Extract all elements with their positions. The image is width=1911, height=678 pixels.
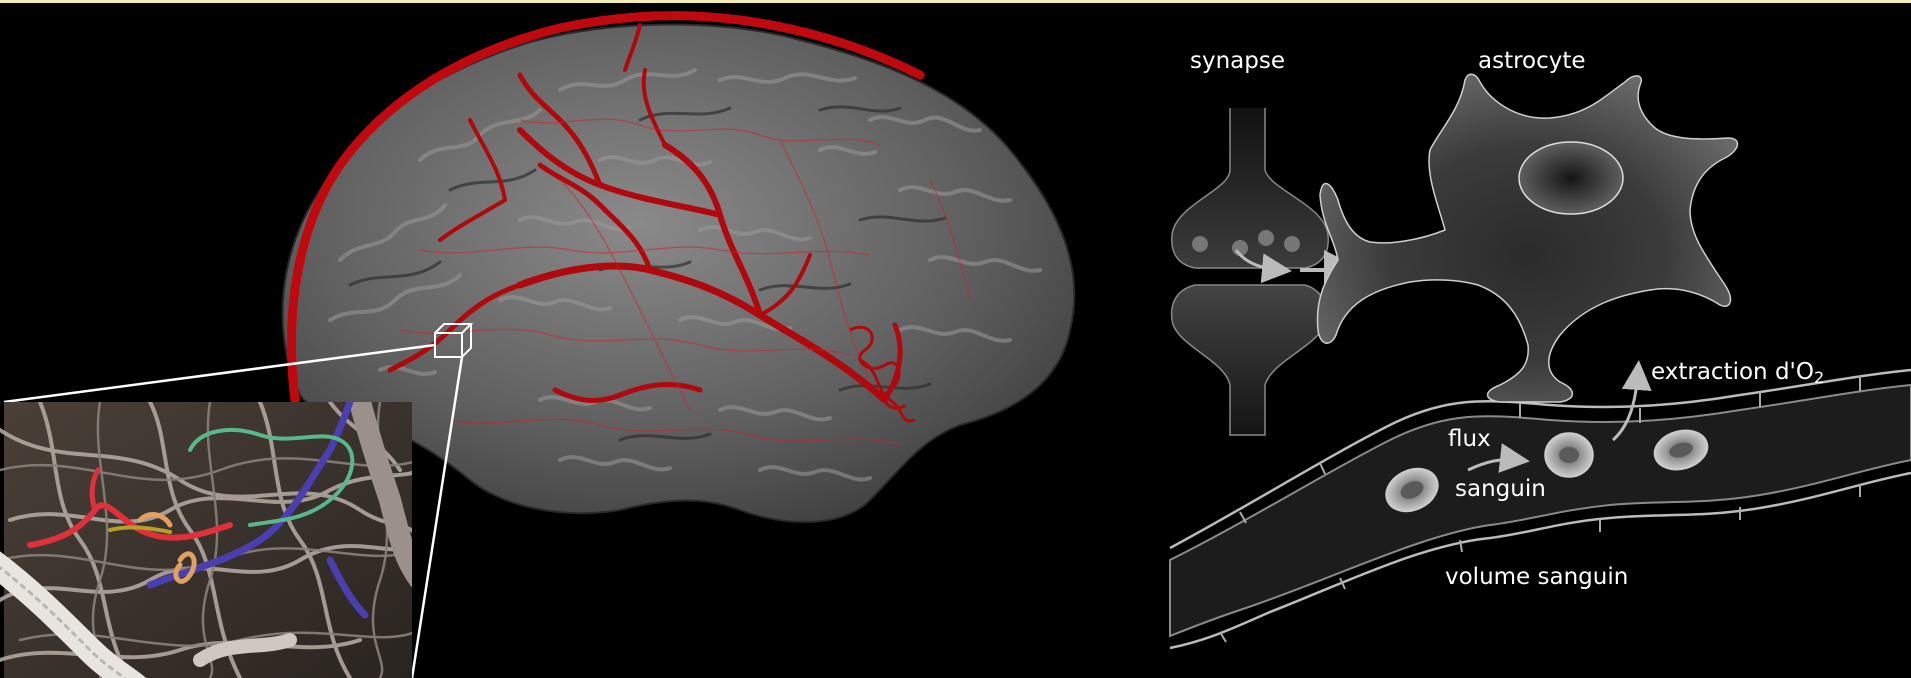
astrocyte-label: astrocyte: [1478, 50, 1586, 73]
synaptic-vesicle: [1284, 236, 1300, 252]
synapse-label: synapse: [1190, 50, 1285, 73]
blood-vessel: [1170, 370, 1911, 648]
vessel-lumen: [1170, 385, 1911, 636]
blood-flow-label-line2: sanguin: [1455, 478, 1546, 501]
synaptic-vesicle: [1192, 236, 1208, 252]
synapse-illustration: [1172, 108, 1348, 435]
postsynaptic-terminal: [1172, 285, 1327, 435]
astrocyte-cell: [1317, 74, 1737, 402]
oxygen-extraction-label: extraction d'O2: [1651, 361, 1824, 386]
oxygen-subscript: 2: [1814, 368, 1824, 387]
blood-flow-label-line1: flux: [1448, 428, 1491, 451]
blood-volume-label: volume sanguin: [1445, 566, 1628, 589]
microvasculature-inset: [0, 402, 420, 678]
astrocyte-nucleus: [1519, 142, 1623, 214]
oxygen-extraction-text: extraction d'O: [1651, 359, 1814, 385]
synaptic-vesicle: [1258, 230, 1274, 246]
